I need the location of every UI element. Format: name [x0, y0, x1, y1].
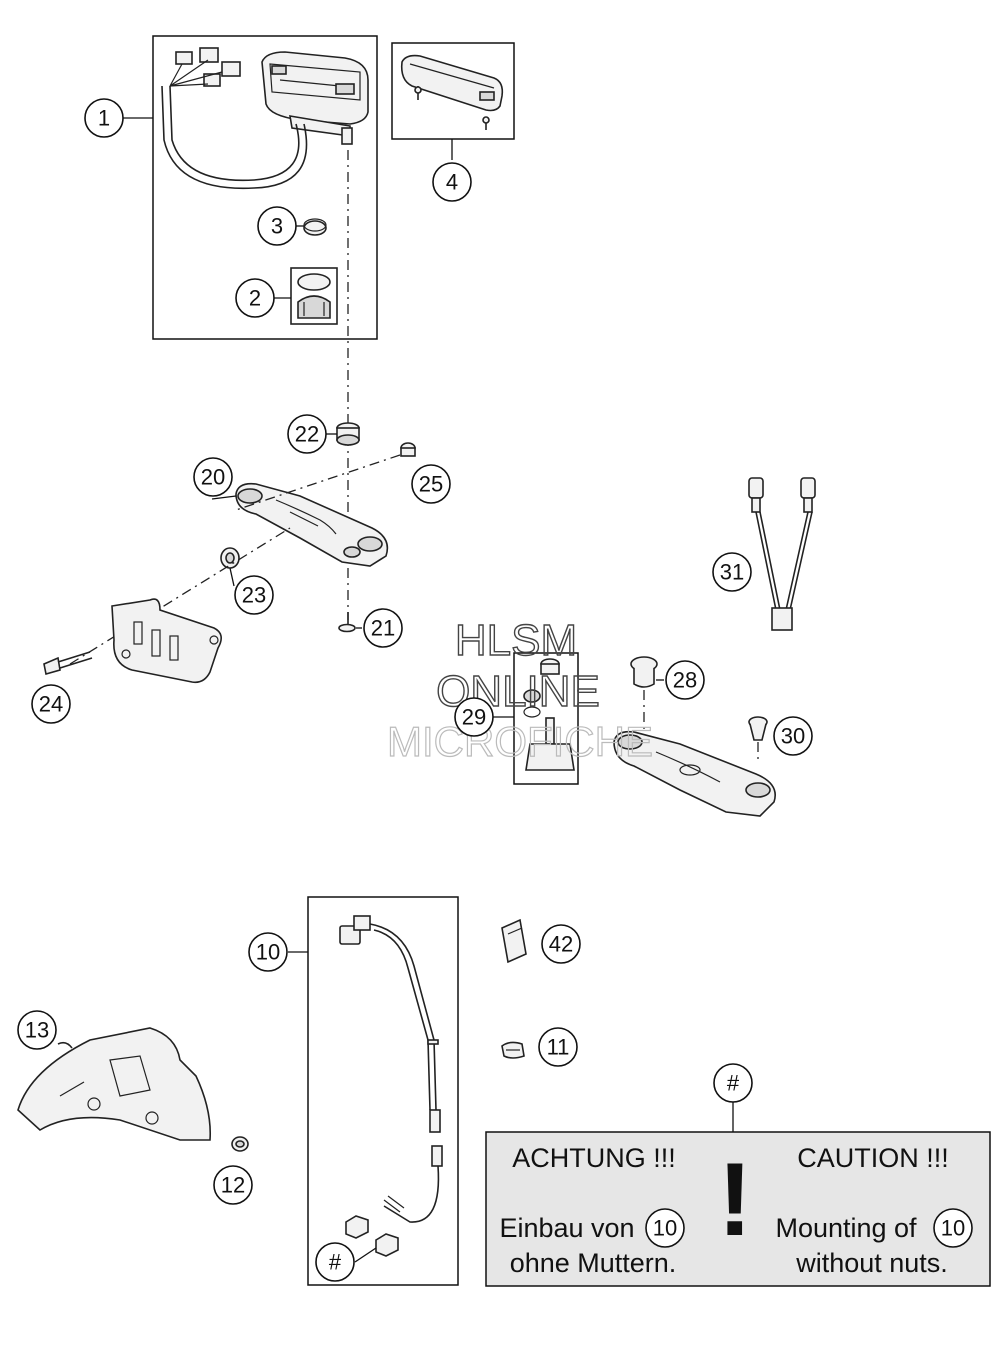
callout-label: 42 — [549, 932, 573, 957]
triple-clamp-drawing — [235, 482, 389, 567]
speedometer-drawing — [161, 47, 369, 190]
harness-31-drawing — [748, 477, 816, 631]
caution-note-background — [485, 1131, 991, 1287]
callout-label: 12 — [221, 1173, 245, 1198]
plug-30-drawing — [748, 716, 768, 760]
callout-label: 11 — [547, 1035, 570, 1060]
callout-label: 2 — [249, 286, 261, 311]
callout-label: 29 — [462, 705, 486, 730]
stem-nut-detail-drawing — [523, 658, 575, 771]
assembly-axis-bushing — [235, 454, 401, 511]
callout-label: 24 — [39, 692, 63, 717]
clip-42-drawing — [501, 918, 527, 964]
callout-label: 28 — [673, 668, 697, 693]
bracket-drawing — [111, 598, 222, 684]
callout-label: 22 — [295, 422, 319, 447]
leader-lines — [123, 117, 734, 1263]
callout-note[interactable]: # — [713, 1063, 753, 1103]
disc-guard-drawing — [17, 1027, 212, 1141]
callout-3[interactable]: 3 — [257, 206, 297, 246]
callout-2[interactable]: 2 — [235, 278, 275, 318]
watermark-line-3: MICROFICHE — [387, 718, 653, 765]
screw-21-drawing — [338, 612, 356, 633]
callout-label: 3 — [271, 214, 283, 239]
callout-31[interactable]: 31 — [712, 552, 752, 592]
grommet-23-drawing — [220, 547, 240, 569]
exclamation-icon: ! — [718, 1142, 753, 1258]
kit-box-cockpit-cover — [391, 42, 515, 140]
kit-box-speed-sensor-cable — [307, 896, 459, 1286]
note-heading-de: ACHTUNG !!! — [512, 1143, 676, 1173]
note-line-en-2: without nuts. — [795, 1248, 948, 1278]
callout-28[interactable]: 28 — [665, 660, 705, 700]
kit-box-clamp-detail — [513, 652, 579, 785]
kit-box-speedometer — [152, 35, 378, 340]
callout-label: # — [329, 1250, 342, 1275]
callout-20[interactable]: 20 — [193, 457, 233, 497]
callout-22[interactable]: 22 — [287, 414, 327, 454]
note-ref-de: 10 — [653, 1216, 677, 1241]
callout-label: 10 — [256, 940, 280, 965]
callout-label: 23 — [242, 583, 266, 608]
watermark-line-1: HLSM — [455, 616, 577, 665]
clip-11-drawing — [501, 1041, 525, 1059]
callout-label: 4 — [446, 170, 458, 195]
note-line-de-1: Einbau von — [499, 1213, 634, 1243]
watermark: HLSM ONLINE MICROFICHE — [386, 615, 653, 765]
callout-30[interactable]: 30 — [773, 716, 813, 756]
callout-label: 1 — [98, 106, 110, 131]
callout-42[interactable]: 42 — [541, 924, 581, 964]
callout-4[interactable]: 4 — [432, 162, 472, 202]
callout-label: # — [727, 1071, 740, 1096]
cap-drawing — [303, 218, 327, 236]
callout-23[interactable]: 23 — [234, 575, 274, 615]
callout-nuts[interactable]: # — [315, 1242, 355, 1282]
callout-1[interactable]: 1 — [84, 98, 124, 138]
callout-13[interactable]: 13 — [17, 1010, 57, 1050]
lower-clamp-drawing — [613, 730, 776, 817]
callout-label: 31 — [720, 560, 744, 585]
callout-label: 30 — [781, 724, 805, 749]
note-line-en-1: Mounting of — [775, 1213, 917, 1243]
bushing-12-drawing — [231, 1136, 249, 1152]
nuts-drawing — [345, 1215, 399, 1257]
callout-label: 20 — [201, 465, 225, 490]
bolt-24-drawing — [43, 651, 93, 676]
callout-24[interactable]: 24 — [31, 684, 71, 724]
cockpit-cover-drawing — [400, 54, 504, 130]
caution-note: ACHTUNG !!! CAUTION !!! ! Einbau von 10 … — [485, 1131, 991, 1287]
callout-12[interactable]: 12 — [213, 1165, 253, 1205]
bushing-28-drawing — [630, 656, 658, 730]
callout-label: 21 — [371, 616, 395, 641]
callout-11[interactable]: 11 — [538, 1027, 578, 1067]
seal-clip-drawing — [290, 267, 338, 325]
note-line-de-2: ohne Muttern. — [510, 1248, 677, 1278]
callout-label: 25 — [419, 472, 443, 497]
sensor-cable-drawing — [339, 915, 443, 1223]
callout-21[interactable]: 21 — [363, 608, 403, 648]
callout-label: 13 — [25, 1018, 49, 1043]
note-ref-en: 10 — [941, 1216, 965, 1241]
callout-10[interactable]: 10 — [248, 932, 288, 972]
bushing-drawing — [400, 442, 416, 457]
callout-25[interactable]: 25 — [411, 464, 451, 504]
grommet-drawing — [336, 422, 360, 446]
callout-29[interactable]: 29 — [454, 697, 494, 737]
note-heading-en: CAUTION !!! — [797, 1143, 949, 1173]
